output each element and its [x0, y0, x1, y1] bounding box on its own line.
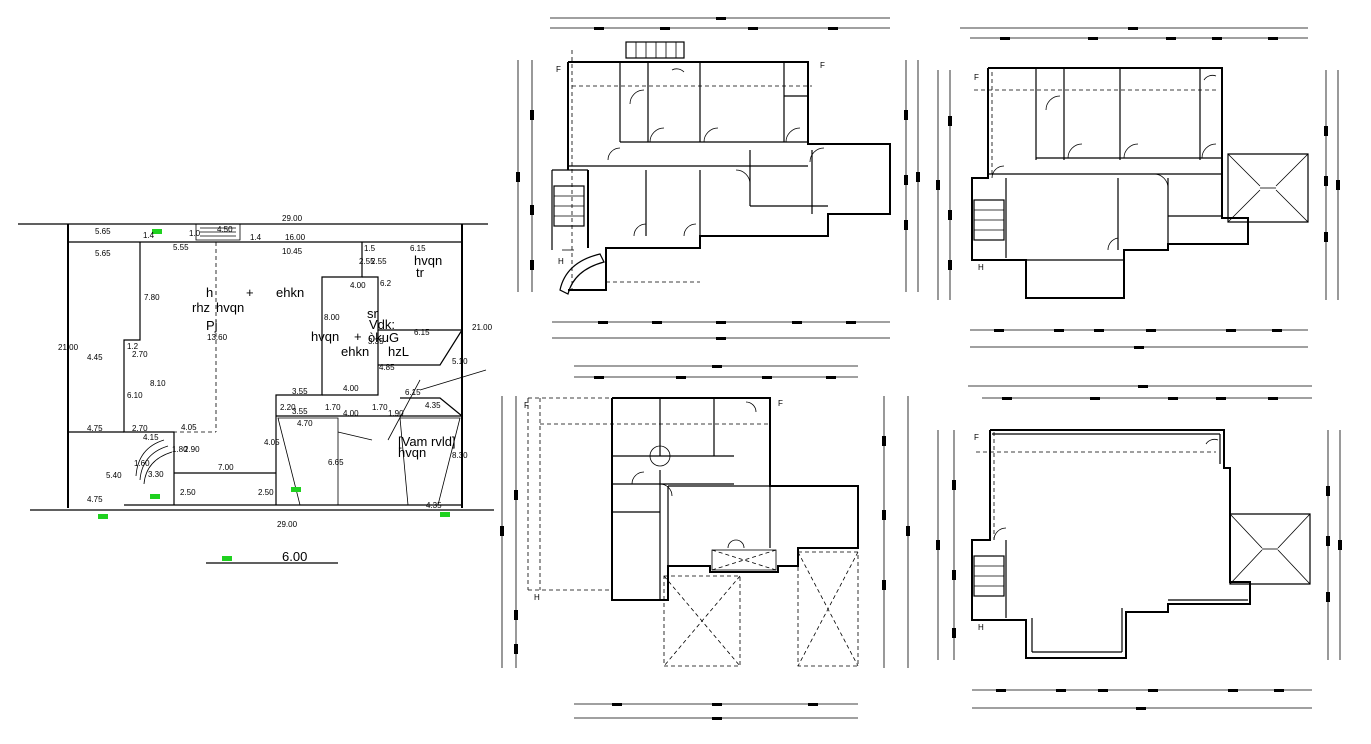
room-label: + [354, 329, 362, 344]
dim-text: 1.4 [250, 233, 262, 242]
dim-text: 2.70 [132, 424, 148, 433]
section-marker: F [820, 61, 825, 70]
marker-icon [150, 494, 160, 499]
room-label: h [206, 285, 213, 300]
dim-text: 4.00 [350, 281, 366, 290]
dim-text: 6.2 [380, 279, 392, 288]
section-marker: H [978, 263, 984, 272]
dim-text: 1.0 [189, 229, 201, 238]
dim-text: 7.80 [144, 293, 160, 302]
dim-text: 3.55 [292, 407, 308, 416]
marker-icon [152, 229, 162, 234]
dim-text: 1.4 [143, 231, 155, 240]
dim-text: 13.60 [207, 333, 228, 342]
section-marker: F [974, 433, 979, 442]
marker-icon [222, 556, 232, 561]
section-marker: F [524, 401, 529, 410]
dim-text: 4.75 [87, 495, 103, 504]
room-label: òkuG [368, 330, 399, 345]
room-label: ehkn [276, 285, 304, 300]
room-label: rhz [192, 300, 210, 315]
dim-text: 1.90 [388, 409, 404, 418]
dim-text: 29.00 [282, 214, 303, 223]
section-marker: H [534, 593, 540, 602]
dim-text: 6.15 [410, 244, 426, 253]
dim-text: 4.45 [87, 353, 103, 362]
floor-plan-ground: F F H [516, 17, 920, 340]
dim-text: 3.55 [292, 387, 308, 396]
dim-text: 5.55 [173, 243, 189, 252]
dim-text: 5.65 [95, 249, 111, 258]
dim-text: 4.50 [217, 225, 233, 234]
dim-text: 2.20 [280, 403, 296, 412]
dim-text: 2.90 [184, 445, 200, 454]
marker-icon [98, 514, 108, 519]
dim-text: 1.70 [325, 403, 341, 412]
dim-text: 8.00 [324, 313, 340, 322]
section-marker: H [978, 623, 984, 632]
dim-text: 29.00 [277, 520, 298, 529]
section-marker: H [558, 257, 564, 266]
room-label: hvqn [414, 253, 442, 268]
dim-text: 4.15 [143, 433, 159, 442]
dim-text: 3.30 [148, 470, 164, 479]
dim-text: 2.50 [258, 488, 274, 497]
dim-text: 4.00 [343, 409, 359, 418]
room-label: tr [416, 265, 425, 280]
room-label: Pj [206, 318, 218, 333]
dim-text: 4.85 [379, 363, 395, 372]
section-marker: F [778, 399, 783, 408]
room-label: [Vam rvld] [398, 434, 456, 449]
dim-text: 6.65 [328, 458, 344, 467]
dim-text: 4.05 [181, 423, 197, 432]
room-label: sr [367, 306, 379, 321]
dim-text: 1.2 [127, 342, 139, 351]
dim-text: 7.00 [218, 463, 234, 472]
dim-text: 2.70 [132, 350, 148, 359]
section-marker: F [974, 73, 979, 82]
dim-text: 5.40 [106, 471, 122, 480]
dim-text: 8.10 [150, 379, 166, 388]
scale-label: 6.00 [282, 549, 307, 564]
dim-text: 5.10 [452, 357, 468, 366]
dim-text: 1.5 [364, 244, 376, 253]
floor-plan-second: F F H [500, 365, 910, 720]
dim-text: 6.15 [405, 388, 421, 397]
room-label: + [246, 285, 254, 300]
dim-text: 4.35 [426, 501, 442, 510]
marker-icon [440, 512, 450, 517]
room-label: Vdk: [369, 317, 395, 332]
room-label: hvqn [216, 300, 244, 315]
dim-text: 4.05 [264, 438, 280, 447]
room-label: hvqn [311, 329, 339, 344]
dim-text: 4.35 [425, 401, 441, 410]
dim-text: 4.75 [87, 424, 103, 433]
dim-text: 2.55 [359, 257, 375, 266]
section-marker: F [556, 65, 561, 74]
room-label: hvqn [398, 445, 426, 460]
dim-text: 21.00 [58, 343, 79, 352]
dim-text: 4.70 [297, 419, 313, 428]
marker-icon [291, 487, 301, 492]
dim-text: 2.55 [371, 257, 387, 266]
floor-plan-roof: F H [936, 385, 1342, 710]
site-plan: 29.00 16.00 5.65 5.55 10.45 1.4 4.50 1.0… [18, 214, 494, 564]
dim-text: 3.35 [368, 337, 384, 346]
dim-text: 1.70 [372, 403, 388, 412]
room-label: hzL [388, 344, 409, 359]
dim-text: 21.00 [472, 323, 493, 332]
room-label: ehkn [341, 344, 369, 359]
dim-text: 6.15 [414, 328, 430, 337]
dim-text: 8.30 [452, 451, 468, 460]
dim-text: 5.65 [95, 227, 111, 236]
dim-text: 6.10 [127, 391, 143, 400]
dim-text: 4.00 [343, 384, 359, 393]
floor-plan-first: F H [936, 27, 1340, 349]
dim-text: 16.00 [285, 233, 306, 242]
dim-text: 1.80 [172, 445, 188, 454]
dim-text: 2.50 [180, 488, 196, 497]
dim-text: 1.60 [134, 459, 150, 468]
dim-text: 10.45 [282, 247, 303, 256]
